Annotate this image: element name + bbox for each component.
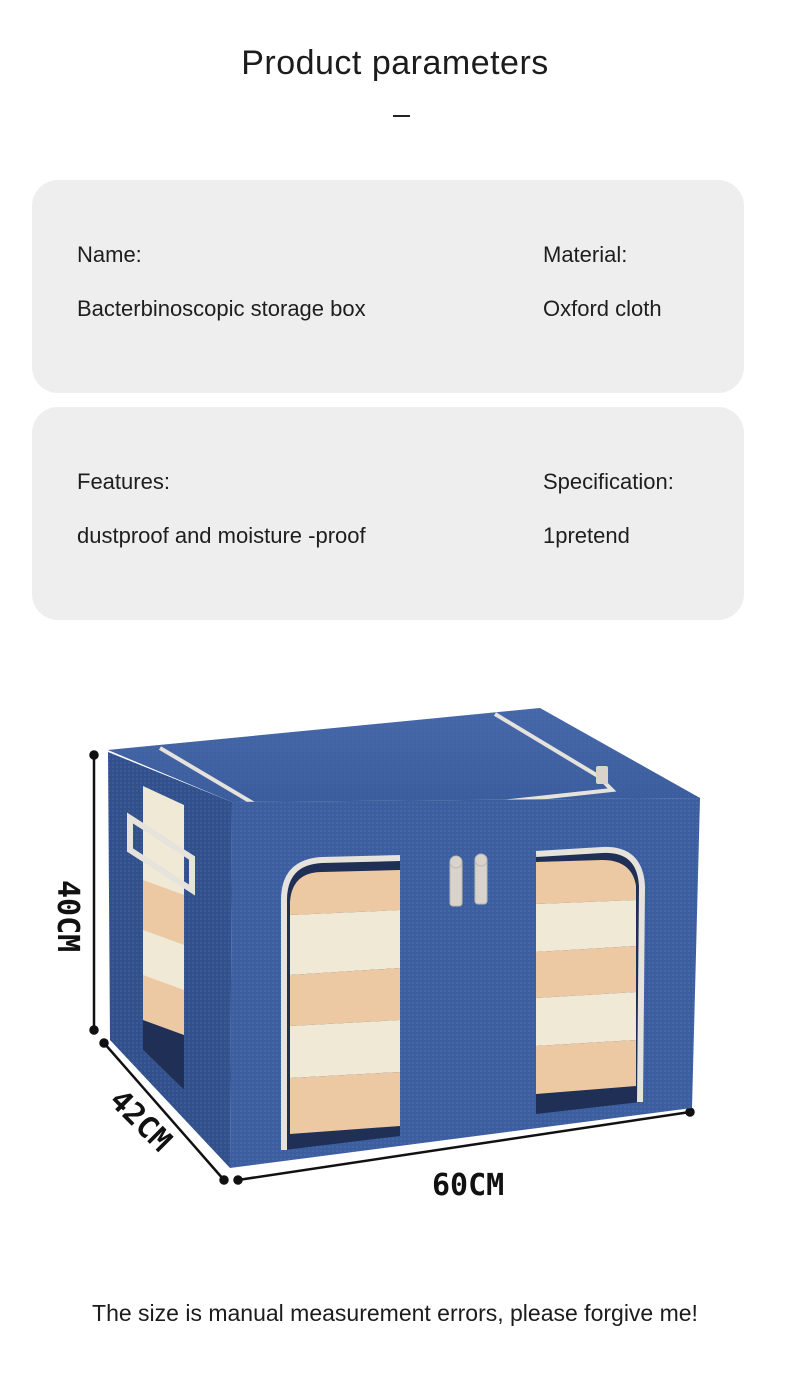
- height-dimension-label: 40CM: [50, 880, 85, 952]
- side-handle: [127, 812, 195, 896]
- features-label: Features:: [77, 469, 170, 494]
- lid-zipper: [158, 712, 617, 828]
- name-label: Name:: [77, 242, 142, 267]
- front-window-left: [281, 855, 401, 1150]
- front-center-strip: [400, 852, 536, 1142]
- dimension-lines: [89, 750, 695, 1185]
- front-window-right: [535, 846, 646, 1114]
- param-card-name-material: Name: Bacterbinoscopic storage box Mater…: [32, 180, 744, 393]
- measurement-disclaimer: The size is manual measurement errors, p…: [92, 1300, 698, 1326]
- name-value: Bacterbinoscopic storage box: [77, 296, 366, 321]
- features-value: dustproof and moisture -proof: [77, 523, 366, 548]
- title-divider: [393, 115, 410, 117]
- material-value: Oxford cloth: [543, 296, 662, 321]
- lid-zipper-pull: [596, 766, 608, 784]
- specification-value: 1pretend: [543, 523, 630, 548]
- page-title: Product parameters: [241, 44, 549, 82]
- specification-label: Specification:: [543, 469, 674, 494]
- width-dimension-label: 60CM: [432, 1168, 504, 1203]
- front-zipper-pulls: [449, 853, 488, 907]
- material-label: Material:: [543, 242, 628, 267]
- param-card-features-spec: Features: dustproof and moisture -proof …: [32, 407, 744, 620]
- storage-box-illustration: 40CM 42CM 60CM: [50, 708, 700, 1203]
